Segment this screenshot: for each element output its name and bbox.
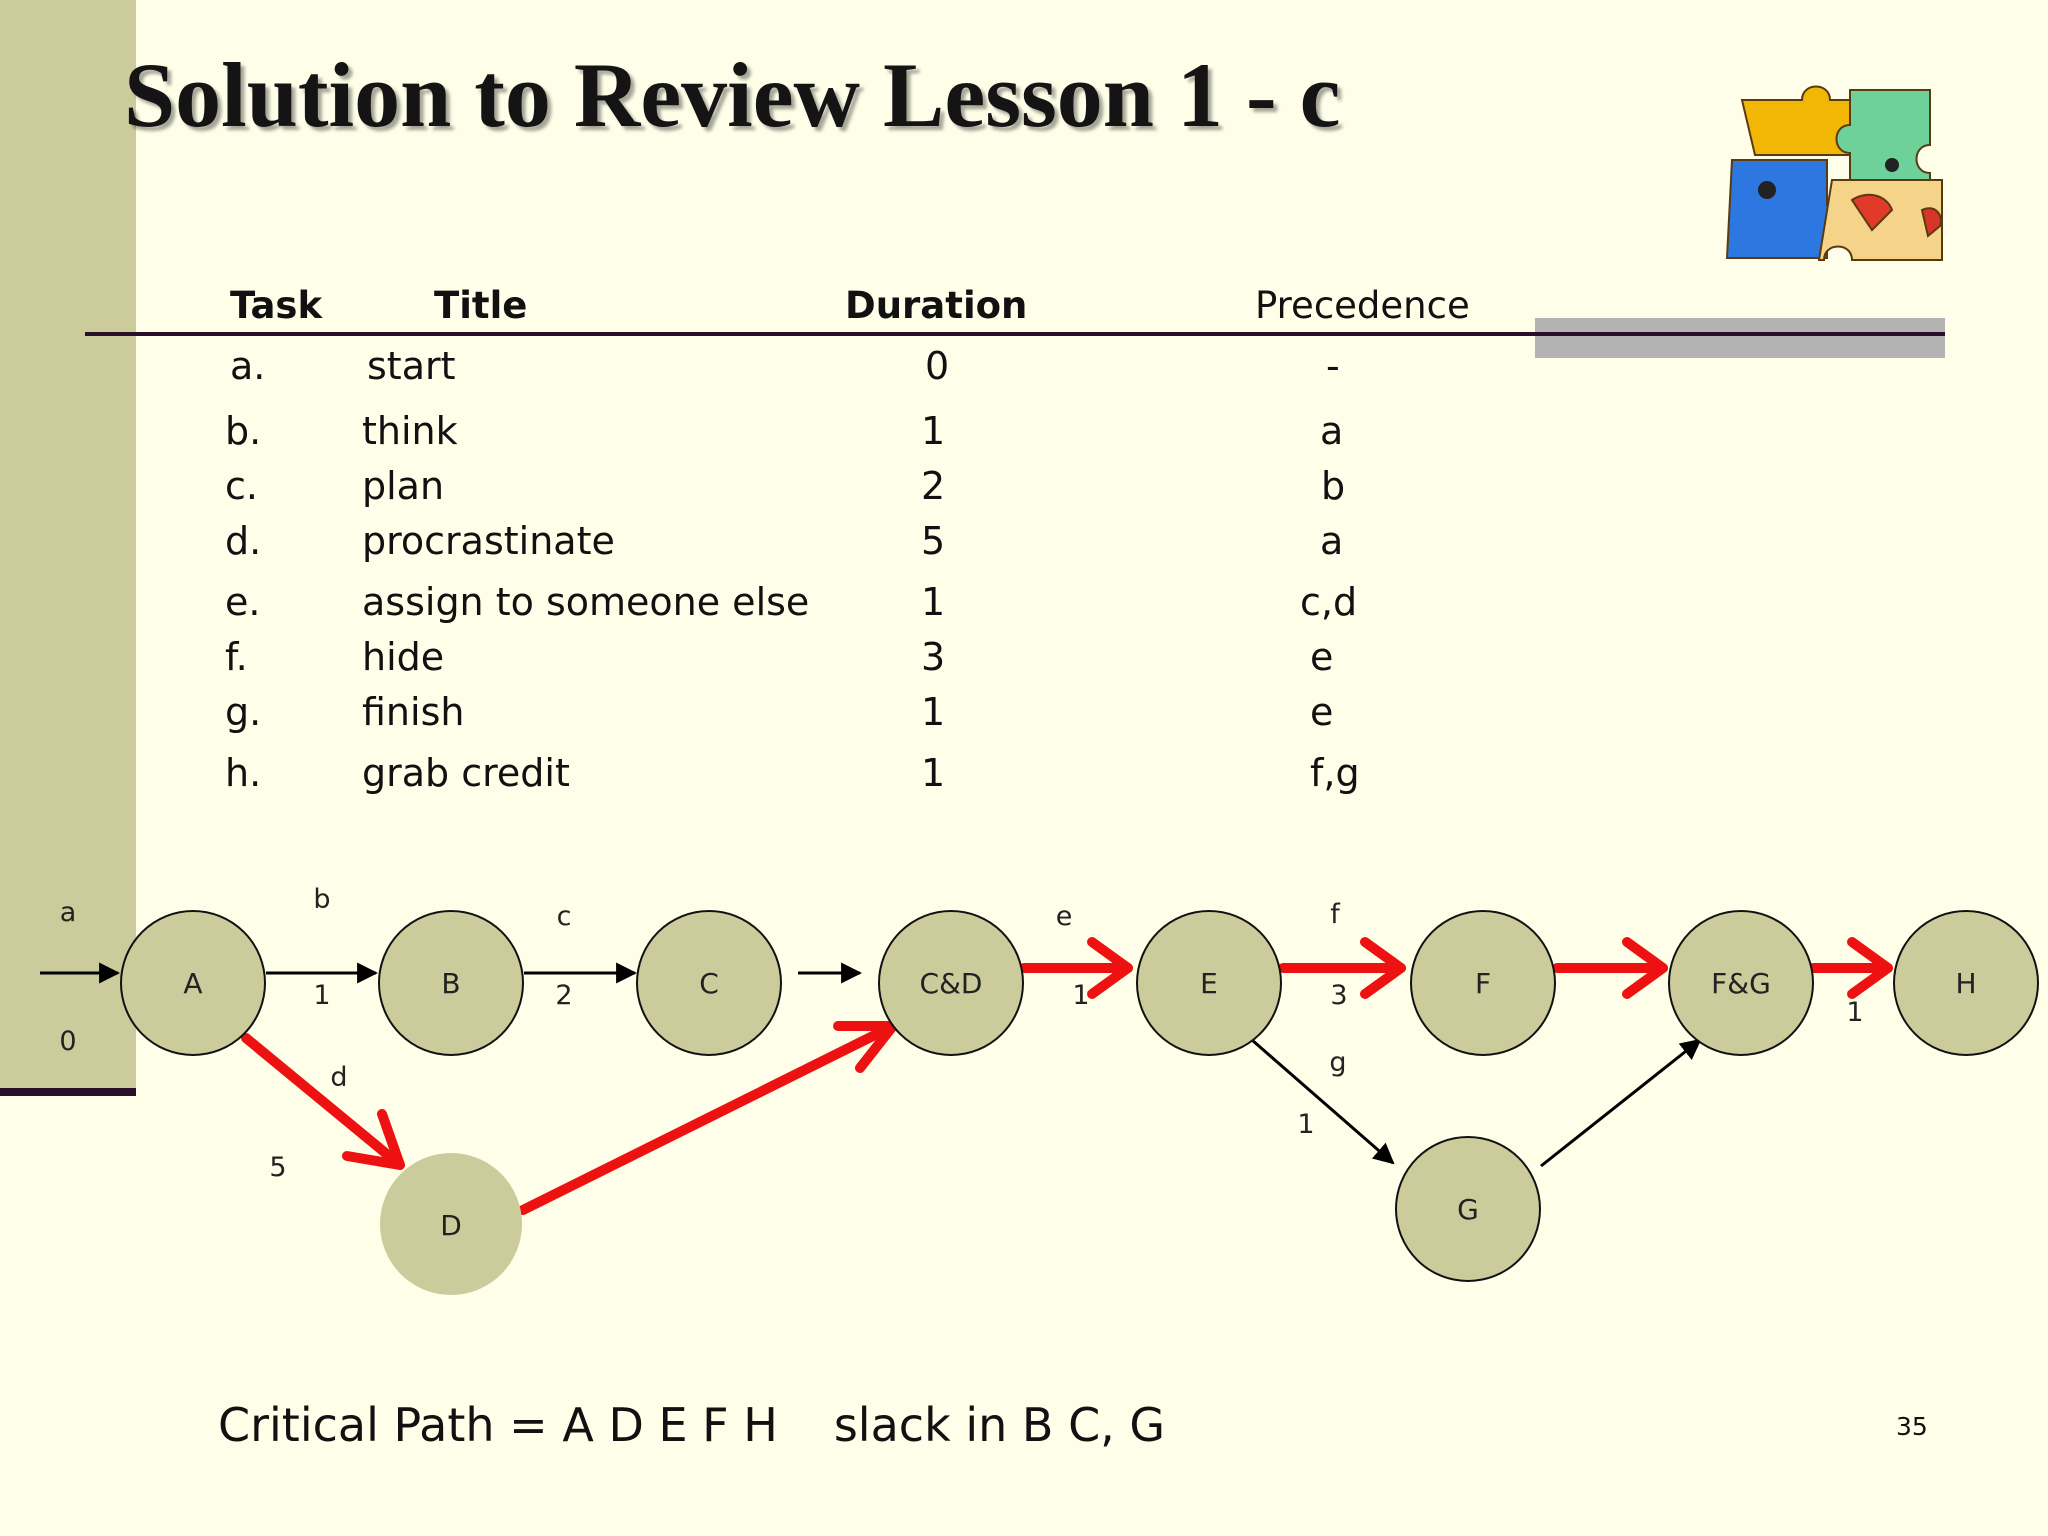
row-f-precedence: e	[1310, 635, 1334, 679]
table-header-rule	[85, 332, 1945, 336]
node-b	[378, 910, 524, 1056]
header-precedence: Precedence	[1255, 284, 1470, 327]
edge-g-arrow	[1251, 1038, 1395, 1165]
node-b-label: B	[441, 967, 460, 1000]
node-e	[1136, 910, 1282, 1056]
row-a-duration: 0	[925, 344, 950, 388]
node-fg	[1668, 910, 1814, 1056]
row-b-duration: 1	[921, 409, 946, 453]
node-cd-label: C&D	[920, 967, 983, 1000]
node-c-label: C	[699, 967, 719, 1000]
row-b-task: b.	[225, 409, 262, 453]
critical-arrow-e-f	[1278, 937, 1406, 999]
row-h-title: grab credit	[362, 751, 570, 795]
footer-line: Critical Path = A D E F H slack in B C, G	[218, 1398, 1165, 1452]
edge-d-label: d	[330, 1062, 347, 1093]
row-h-task: h.	[225, 751, 262, 795]
slide-title: Solution to Review Lesson 1 - c	[124, 44, 1341, 146]
left-sidebar-bar	[0, 0, 136, 1088]
row-e-duration: 1	[921, 580, 946, 624]
edge-a-label: a	[60, 897, 77, 928]
node-e-label: E	[1200, 967, 1218, 1000]
row-c-task: c.	[225, 464, 258, 508]
node-f	[1410, 910, 1556, 1056]
row-b-precedence: a	[1320, 409, 1344, 453]
row-c-title: plan	[362, 464, 445, 508]
critical-arrow-f-fg	[1552, 937, 1668, 999]
edge-e-label: e	[1056, 901, 1073, 932]
node-d	[380, 1153, 522, 1295]
critical-arrow-fg-h	[1808, 937, 1893, 999]
row-e-title: assign to someone else	[362, 580, 810, 624]
left-sidebar-underline	[0, 1088, 136, 1096]
header-title: Title	[434, 284, 528, 327]
node-a	[120, 910, 266, 1056]
node-h-label: H	[1955, 967, 1976, 1000]
puzzle-pieces-icon	[1725, 85, 1943, 261]
row-d-precedence: a	[1320, 519, 1344, 563]
edge-c-duration: 2	[555, 980, 572, 1011]
edge-b-duration: 1	[313, 980, 330, 1011]
edge-f-duration: 3	[1330, 980, 1347, 1011]
row-g-precedence: e	[1310, 690, 1334, 734]
edge-d-duration: 5	[269, 1152, 286, 1183]
row-h-precedence: f,g	[1310, 751, 1360, 795]
row-f-duration: 3	[921, 635, 946, 679]
edge-g-duration: 1	[1297, 1109, 1314, 1140]
row-a-task: a.	[230, 344, 266, 388]
edge-f-label: f	[1330, 899, 1341, 930]
node-h	[1893, 910, 2039, 1056]
edge-g-to-fg-arrow	[1540, 1038, 1702, 1168]
page-number: 35	[1896, 1412, 1928, 1441]
row-f-title: hide	[362, 635, 445, 679]
header-duration: Duration	[845, 284, 1028, 327]
row-a-precedence: -	[1326, 344, 1340, 388]
edge-g-label: g	[1329, 1047, 1346, 1078]
row-a-title: start	[367, 344, 456, 388]
edge-b-label: b	[313, 884, 330, 915]
edge-h-duration: 1	[1846, 997, 1863, 1028]
row-g-task: g.	[225, 690, 262, 734]
node-g-label: G	[1457, 1193, 1479, 1226]
header-grey-block	[1535, 318, 1945, 358]
header-task: Task	[230, 284, 323, 327]
edge-a-duration: 0	[59, 1026, 76, 1057]
row-d-duration: 5	[921, 519, 946, 563]
critical-arrow-cd-e	[1019, 937, 1133, 999]
slack-text: slack in B C, G	[833, 1398, 1166, 1452]
edge-e-duration: 1	[1072, 980, 1089, 1011]
node-fg-label: F&G	[1711, 967, 1771, 1000]
edge-c-label: c	[557, 901, 572, 932]
node-c	[636, 910, 782, 1056]
row-h-duration: 1	[921, 751, 946, 795]
row-f-task: f.	[225, 635, 248, 679]
row-d-task: d.	[225, 519, 262, 563]
critical-path-text: Critical Path = A D E F H	[218, 1398, 778, 1452]
row-b-title: think	[362, 409, 458, 453]
row-g-title: finish	[362, 690, 465, 734]
node-f-label: F	[1475, 967, 1491, 1000]
row-e-task: e.	[225, 580, 261, 624]
node-g	[1395, 1136, 1541, 1282]
row-e-precedence: c,d	[1300, 580, 1358, 624]
row-c-precedence: b	[1321, 464, 1346, 508]
row-c-duration: 2	[921, 464, 946, 508]
node-cd	[878, 910, 1024, 1056]
row-g-duration: 1	[921, 690, 946, 734]
critical-arrow-a-d	[241, 1033, 405, 1170]
row-d-title: procrastinate	[362, 519, 615, 563]
node-a-label: A	[183, 967, 202, 1000]
node-d-label: D	[440, 1209, 462, 1242]
